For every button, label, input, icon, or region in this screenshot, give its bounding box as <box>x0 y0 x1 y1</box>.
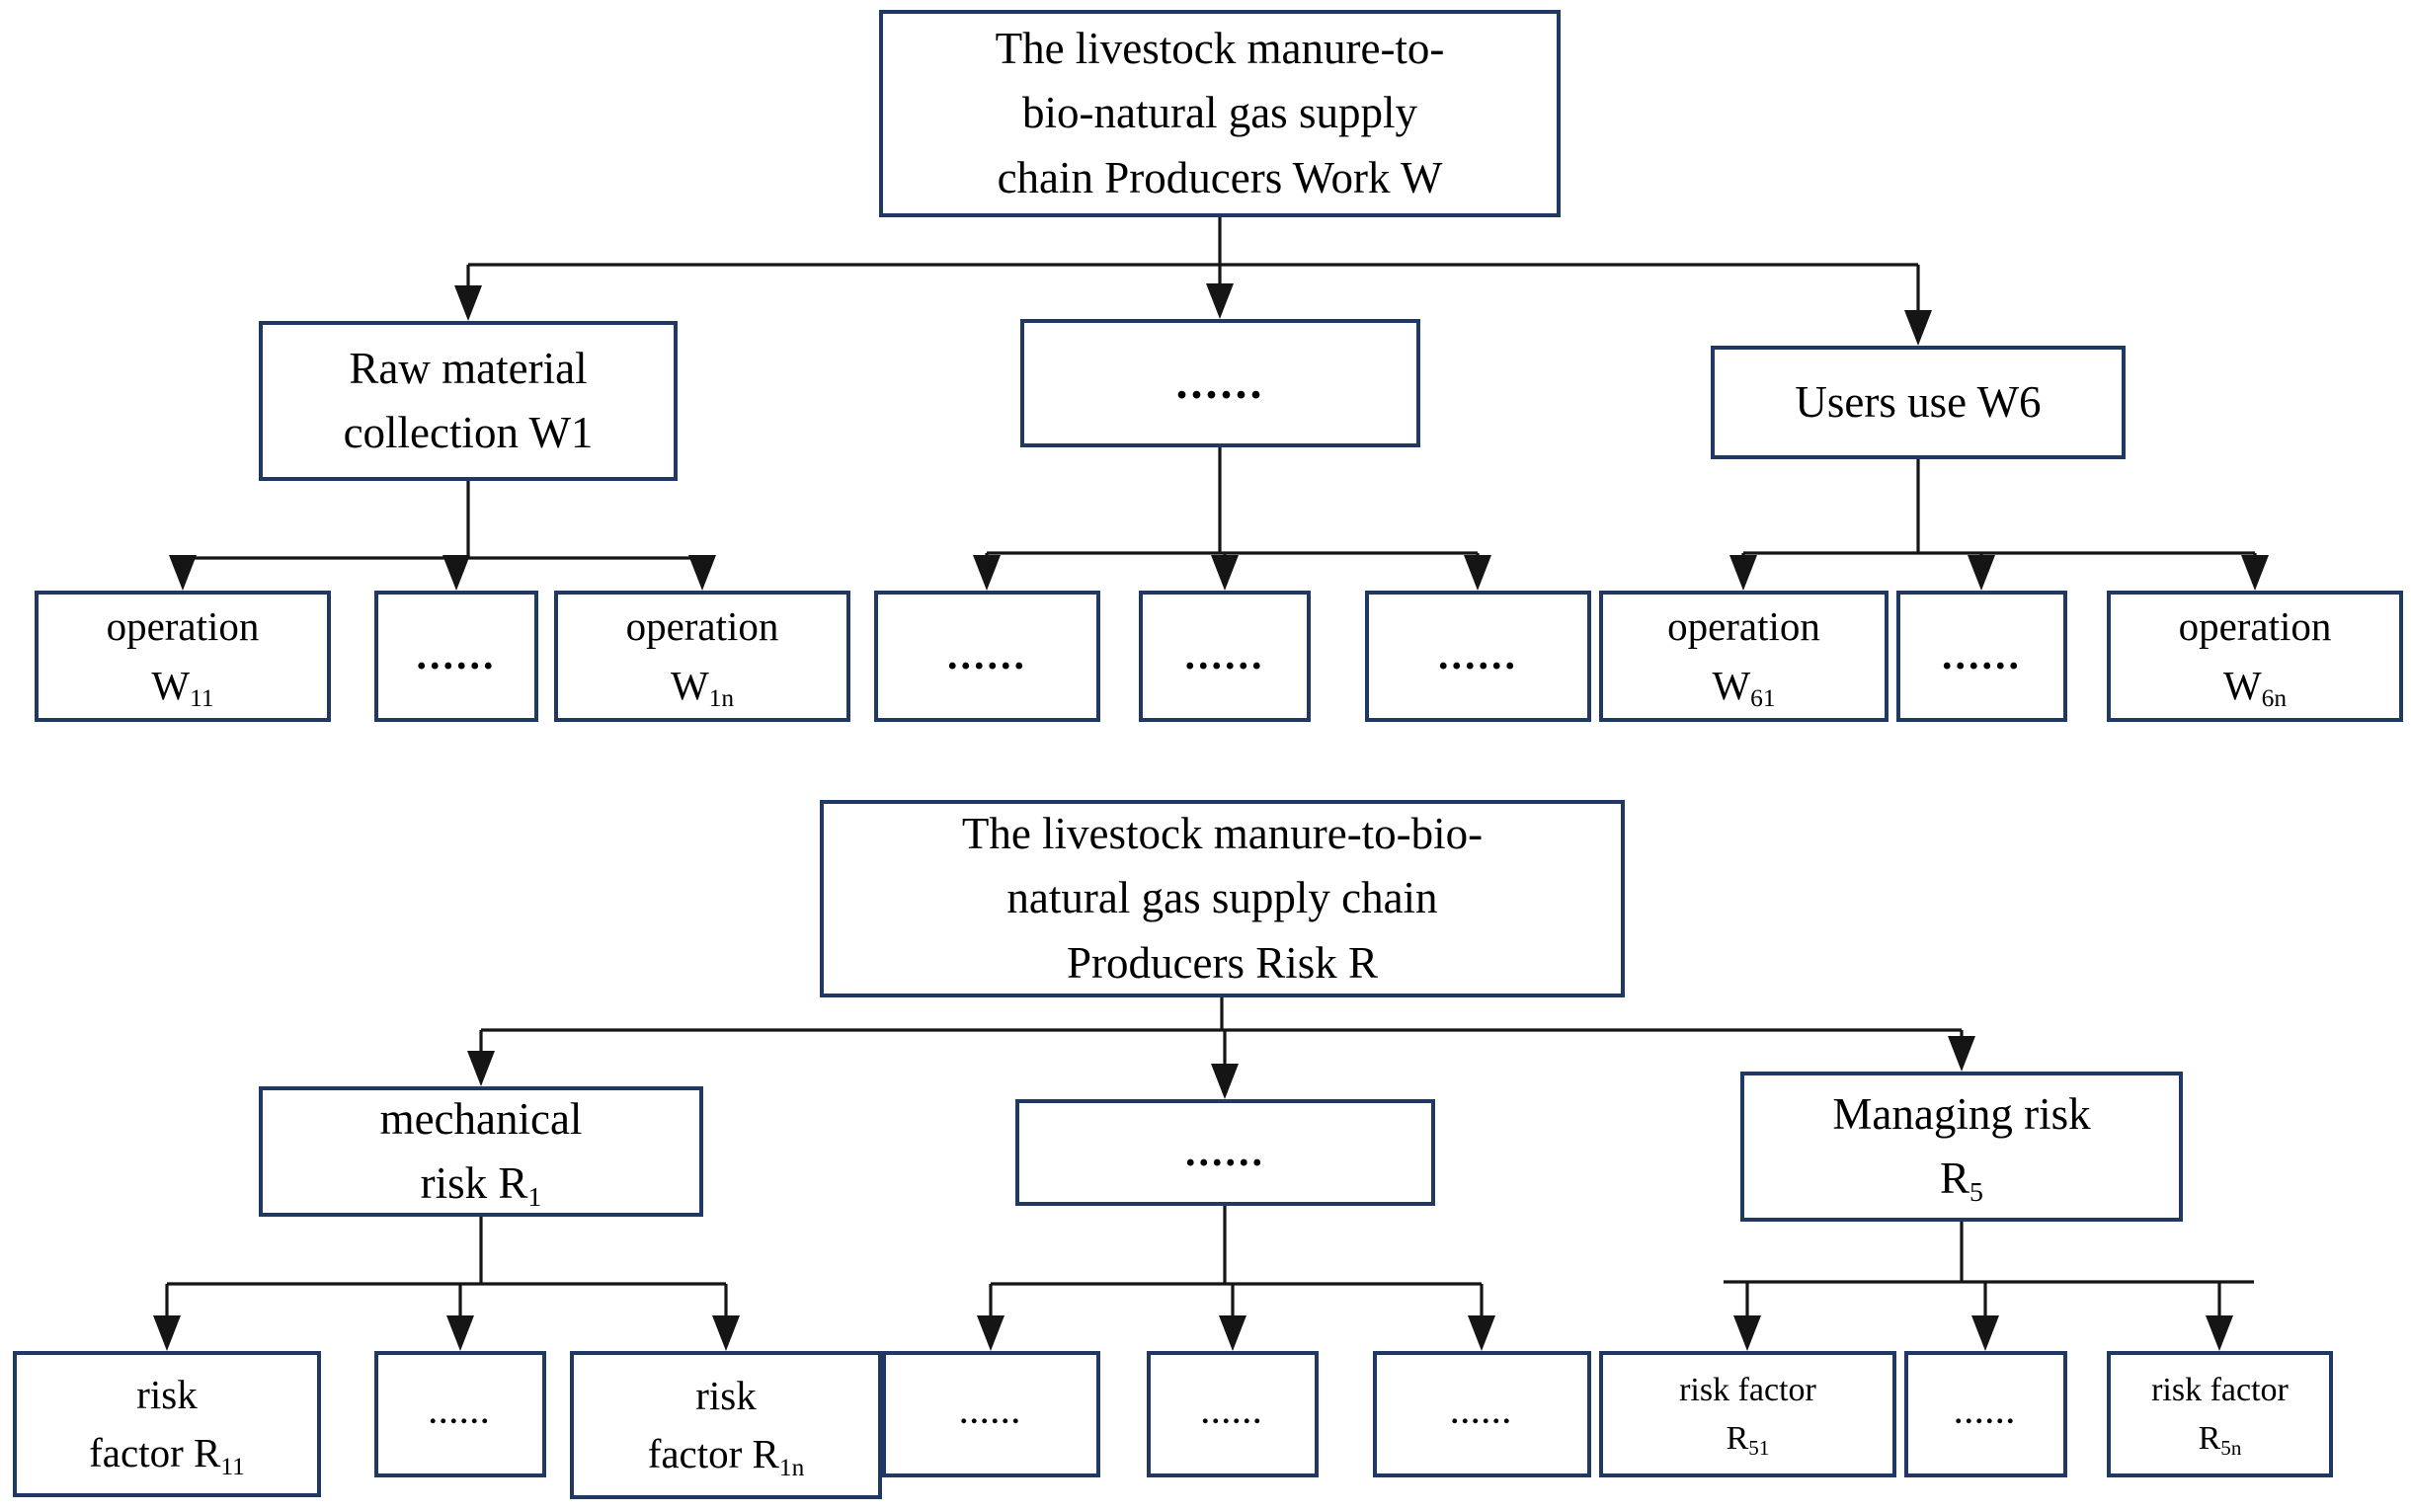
connector-w1-leaves <box>169 481 716 591</box>
node-r5-ellipsis: ...... <box>1904 1351 2067 1477</box>
label-text: risk <box>695 1372 757 1418</box>
label-text: risk R1 <box>420 1158 542 1214</box>
label-text: bio-natural gas supply <box>1022 88 1417 138</box>
label-sub: 51 <box>1748 1436 1770 1461</box>
node-operation-w6n: operation W6n <box>2107 591 2403 722</box>
connector-w6-leaves <box>1729 459 2269 591</box>
node-risk-factor-r11: risk factor R11 <box>13 1351 321 1497</box>
label-ellipsis: ...... <box>1955 1397 2017 1431</box>
label-text: operation <box>1667 603 1820 650</box>
node-operation-w11: operation W11 <box>35 591 331 722</box>
node-risk-ellipsis: ...... <box>1015 1099 1435 1206</box>
label-ellipsis: ...... <box>416 633 497 679</box>
label-text: R51 <box>1726 1420 1770 1461</box>
label-ellipsis: ...... <box>1201 1397 1264 1431</box>
node-risk-factor-r5n: risk factor R5n <box>2107 1351 2333 1477</box>
node-managing-risk-r5: Managing risk R5 <box>1740 1072 2183 1222</box>
label-ellipsis: ...... <box>1175 357 1265 410</box>
label-text: risk factor <box>1679 1371 1816 1408</box>
label-text: risk factor <box>2151 1371 2289 1408</box>
label-text: risk <box>136 1371 198 1417</box>
label-ellipsis: ...... <box>1185 1129 1265 1175</box>
label-text: W61 <box>1712 662 1776 713</box>
label-ellipsis: ...... <box>947 633 1027 679</box>
node-risk-root: The livestock manure-to-bio- natural gas… <box>820 800 1625 997</box>
label-text: factor R11 <box>89 1430 245 1480</box>
label-text: R5 <box>1940 1154 1983 1209</box>
label-text: The livestock manure-to-bio- <box>961 809 1484 859</box>
connector-r-mid-leaves <box>977 1206 1495 1351</box>
node-risk-mid-leaf-1: ...... <box>882 1351 1100 1477</box>
node-operation-w1n: operation W1n <box>554 591 850 722</box>
node-work-mid-leaf-2: ...... <box>1139 591 1311 722</box>
label-text: W1n <box>670 662 735 713</box>
node-users-w6: Users use W6 <box>1711 346 2126 459</box>
label-sub: 11 <box>190 684 214 713</box>
label-text: Raw material <box>349 343 588 393</box>
connector-r1-leaves <box>153 1217 740 1351</box>
label-text: factor R1n <box>647 1431 805 1481</box>
node-risk-factor-r51: risk factor R51 <box>1599 1351 1896 1477</box>
node-raw-material-w1: Raw material collection W1 <box>259 321 678 481</box>
label-text: R5n <box>2198 1420 2242 1461</box>
node-w1-ellipsis: ...... <box>374 591 538 722</box>
label-ellipsis: ...... <box>429 1397 492 1431</box>
node-work-mid-leaf-1: ...... <box>874 591 1100 722</box>
node-w6-ellipsis: ...... <box>1896 591 2067 722</box>
label-text: W11 <box>151 662 214 713</box>
label-text: operation <box>2178 603 2332 650</box>
label-text: operation <box>106 603 260 650</box>
label-sub: 5 <box>1969 1177 1983 1209</box>
node-work-ellipsis: ...... <box>1020 319 1420 447</box>
node-mechanical-risk-r1: mechanical risk R1 <box>259 1086 703 1217</box>
node-r1-ellipsis: ...... <box>374 1351 546 1477</box>
label-ellipsis: ...... <box>1184 633 1265 679</box>
label-sub: 5n <box>2220 1436 2242 1461</box>
node-risk-mid-leaf-3: ...... <box>1373 1351 1591 1477</box>
label-text: W6n <box>2222 662 2288 713</box>
label-ellipsis: ...... <box>960 1397 1022 1431</box>
connector-risk-root <box>467 997 1975 1099</box>
label-sub: 61 <box>1750 684 1776 713</box>
label-text: Managing risk <box>1832 1088 2091 1139</box>
label-ellipsis: ...... <box>1451 1397 1513 1431</box>
label-text: operation <box>625 603 779 650</box>
node-risk-factor-r1n: risk factor R1n <box>570 1351 882 1499</box>
label-text: chain Producers Work W <box>997 152 1443 202</box>
node-work-mid-leaf-3: ...... <box>1365 591 1591 722</box>
label-sub: 11 <box>220 1452 245 1480</box>
label-text: The livestock manure-to- <box>995 24 1445 74</box>
connector-r5-leaves <box>1724 1222 2254 1351</box>
label-sub: 1 <box>527 1182 542 1214</box>
connector-w-mid-leaves <box>973 447 1491 591</box>
label-text: collection W1 <box>343 408 594 457</box>
node-risk-mid-leaf-2: ...... <box>1147 1351 1319 1477</box>
connector-work-root <box>454 217 1932 346</box>
label-sub: 6n <box>2261 684 2288 713</box>
label-ellipsis: ...... <box>1942 633 2022 679</box>
node-operation-w61: operation W61 <box>1599 591 1889 722</box>
label-text: mechanical <box>379 1093 583 1144</box>
label-text: Producers Risk R <box>1067 937 1378 988</box>
node-work-root: The livestock manure-to- bio-natural gas… <box>879 10 1561 217</box>
label-sub: 1n <box>778 1453 805 1481</box>
label-text: Users use W6 <box>1795 376 2042 427</box>
label-ellipsis: ...... <box>1438 633 1518 679</box>
label-sub: 1n <box>708 684 735 713</box>
label-text: natural gas supply chain <box>1006 873 1438 923</box>
